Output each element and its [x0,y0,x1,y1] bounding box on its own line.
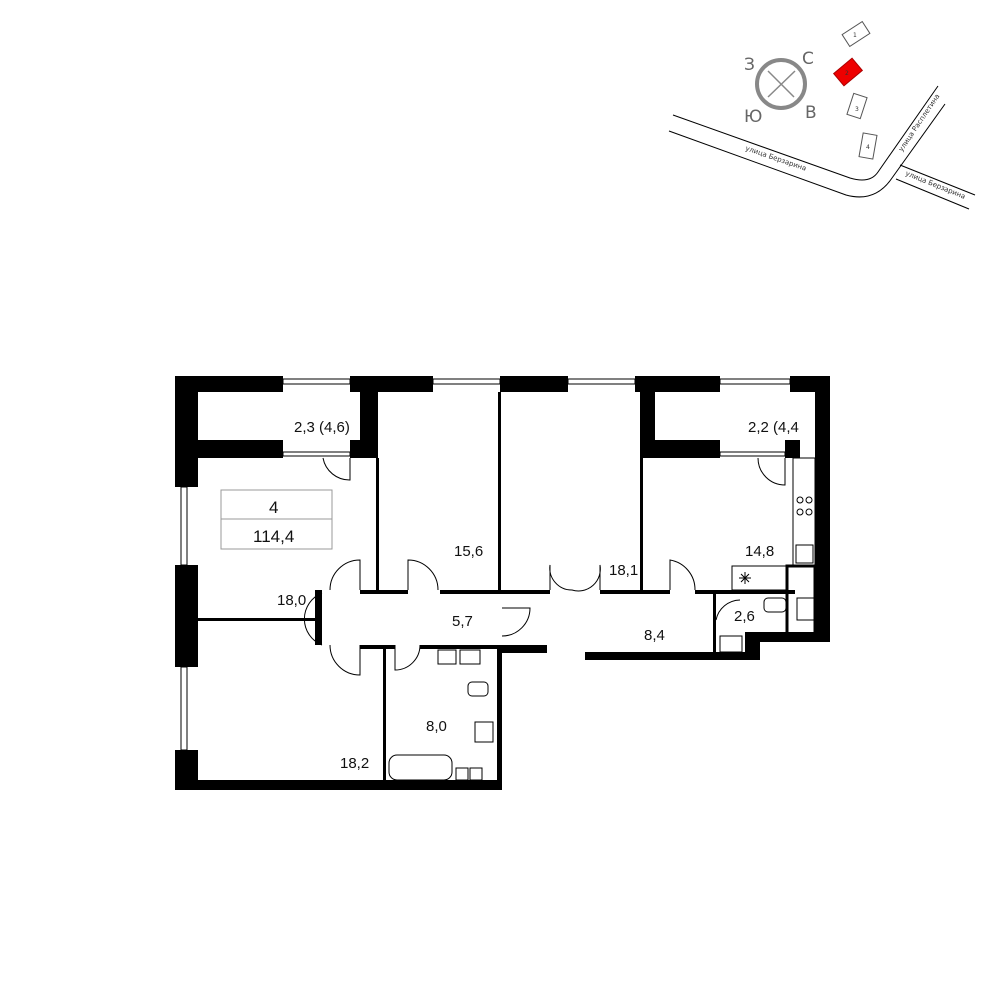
compass-south: Ю [744,107,762,127]
windows [180,378,791,751]
fixtures [388,457,816,781]
building-1: 1 [841,20,871,48]
walls [175,376,830,790]
compass: З С Ю В [744,49,817,127]
street-label-1: улица Берзарина [744,144,807,172]
room-area-balcony-right: 2,2 (4,4 [748,419,799,436]
small-sink-icon [719,635,743,653]
svg-text:1: 1 [853,32,857,39]
room-area-living: 18,0 [277,592,306,609]
rooms-count: 4 [269,498,278,517]
building-4: 4 [858,132,878,160]
room-area-hall: 8,4 [644,627,665,644]
svg-text:2: 2 [845,70,849,77]
kitchen-sink-icon [795,544,814,564]
location-map: З С Ю В 1 2 3 4 улица Берзарина улица Ра… [668,20,976,210]
svg-text:3: 3 [855,106,859,113]
apartment-info-box: 4 114,4 [220,489,333,550]
compass-north: С [802,49,814,69]
svg-text:4: 4 [866,144,870,151]
street-label-3: улица Берзарина [904,169,966,200]
total-area: 114,4 [253,527,294,546]
room-area-wc: 2,6 [734,608,755,625]
toilet-icon-2 [763,597,787,613]
room-labels: 2,3 (4,6) 2,2 (4,4 15,6 18,1 14,8 18,0 5… [277,419,799,772]
room-area-balcony-left: 2,3 (4,6) [294,419,350,436]
room-area-bedroom-1: 15,6 [454,543,483,560]
boiler-icon [731,565,788,591]
room-area-corridor: 5,7 [452,613,473,630]
compass-east: В [805,103,817,123]
sink-icon [474,721,494,743]
street-label-2: улица Расплетина [897,93,941,154]
doors [303,457,786,676]
building-3: 3 [846,92,868,120]
room-area-kitchen: 14,8 [745,543,774,560]
compass-west: З [744,55,755,75]
stove-counter-icon [792,457,816,567]
room-area-bathroom: 8,0 [426,718,447,735]
toilet-icon [467,681,489,697]
room-area-bedroom-2: 18,1 [609,562,638,579]
room-area-bedroom-3: 18,2 [340,755,369,772]
building-2-selected: 2 [832,57,864,87]
bathtub-icon [388,754,453,781]
